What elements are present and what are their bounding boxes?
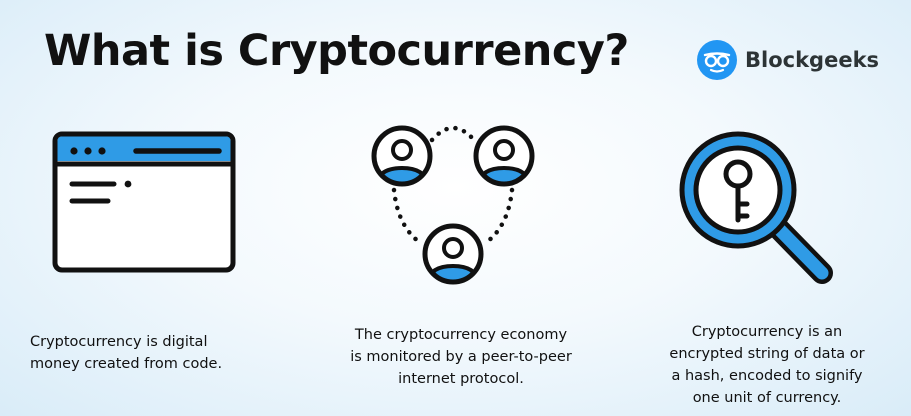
caption-line: is monitored by a peer-to-peer bbox=[350, 349, 572, 365]
caption-line: Cryptocurrency is an bbox=[691, 324, 843, 340]
caption-encrypted-hash: Cryptocurrency is an encrypted string of… bbox=[636, 321, 898, 409]
key-magnifier-icon bbox=[679, 131, 833, 284]
blockgeeks-logo-icon bbox=[697, 40, 737, 80]
caption-line: The cryptocurrency economy bbox=[354, 327, 568, 343]
caption-line: encrypted string of data or bbox=[669, 346, 865, 362]
caption-line: internet protocol. bbox=[398, 371, 524, 387]
brand[interactable]: Blockgeeks bbox=[696, 38, 879, 82]
brand-name: Blockgeeks bbox=[745, 48, 880, 72]
caption-digital-money: Cryptocurrency is digital money created … bbox=[30, 331, 270, 375]
browser-window-icon bbox=[52, 131, 236, 273]
peer-network-icon bbox=[371, 125, 535, 285]
caption-peer-to-peer: The cryptocurrency economy is monitored … bbox=[316, 324, 606, 390]
page-title: What is Cryptocurrency? bbox=[44, 26, 629, 76]
caption-line: a hash, encoded to signify bbox=[671, 368, 863, 384]
caption-line: Cryptocurrency is digital bbox=[30, 334, 208, 350]
caption-line: money created from code. bbox=[30, 356, 223, 372]
caption-line: one unit of currency. bbox=[692, 390, 842, 406]
